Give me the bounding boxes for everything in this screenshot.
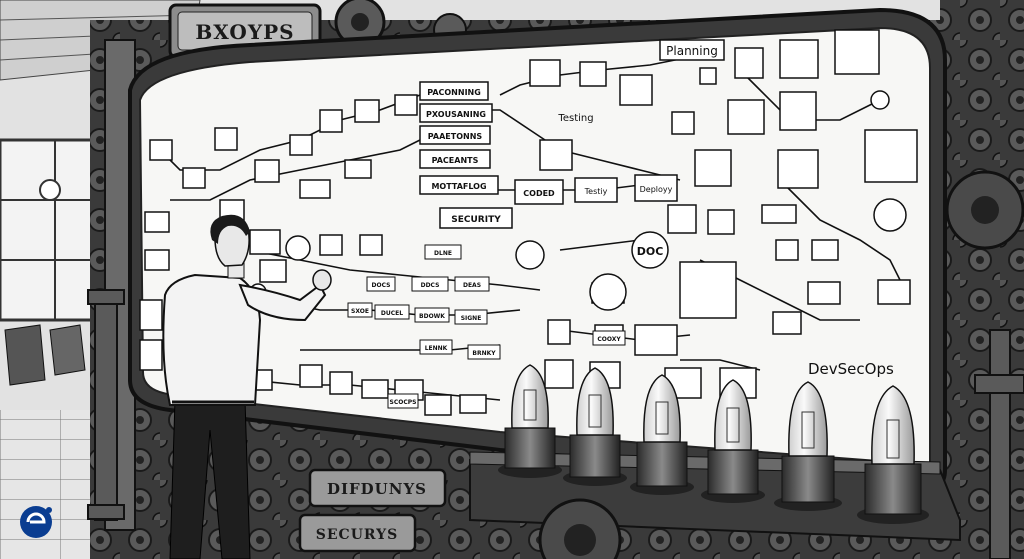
stack-label-3: PAAETONNS	[428, 132, 483, 141]
small-box-label: BDOWK	[419, 313, 445, 320]
security-label: SECURITY	[451, 215, 501, 225]
engineer-figure	[162, 214, 332, 559]
vacuum-tube-shelf	[469, 364, 961, 542]
top-plate-text: BXOYPS	[195, 20, 294, 44]
vacuum-tube-5	[774, 381, 842, 511]
small-box-label: DDCS	[421, 282, 440, 289]
deployy-label: Deployy	[640, 185, 673, 194]
small-box-label: SCOCPS	[390, 399, 417, 406]
small-box-label: DLNE	[434, 250, 452, 257]
lower-nameplates: DIFDUNYS SECURYS	[298, 468, 622, 559]
lower-plate-2: SECURYS	[316, 527, 398, 543]
doc-label: DOC	[637, 245, 664, 258]
lower-plate-1: DIFDUNYS	[327, 480, 427, 498]
vacuum-tube-3	[630, 374, 694, 495]
board-annotations: Planning Testing DevSecOps	[557, 39, 894, 378]
small-box-label: SXOE	[351, 308, 369, 315]
testiy-label: Testiy	[584, 187, 608, 196]
top-nameplate: BXOYPS	[168, 3, 322, 59]
stack-label-4: PACEANTS	[432, 156, 479, 165]
small-box-label: DEAS	[463, 282, 481, 289]
testing-label: Testing	[557, 113, 593, 124]
small-box-label: LENNK	[425, 345, 448, 352]
stack-label-2: PXOUSANING	[426, 110, 486, 119]
small-box-label: COOXY	[597, 336, 621, 343]
vacuum-tube-2	[563, 367, 627, 486]
process-stack: PACONNING PXOUSANING PAAETONNS PACEANTS …	[419, 81, 678, 229]
vacuum-tube-6	[857, 385, 929, 524]
devsecops-label: DevSecOps	[808, 360, 894, 378]
small-box-label: DOCS	[372, 282, 391, 289]
small-box-label: BRNKY	[472, 350, 496, 357]
stack-label-5: MOTTAFLOG	[431, 182, 486, 191]
pipes	[87, 289, 1024, 559]
planning-label: Planning	[666, 44, 718, 58]
flowchart-nodes	[249, 90, 907, 311]
coded-label: CODED	[523, 189, 555, 198]
logo-icon	[20, 506, 52, 538]
vacuum-tube-1	[498, 364, 562, 478]
vacuum-tube-4	[701, 379, 765, 503]
small-labelled-boxes: DLNE DDCS DEAS SIGNE BRNKY DUCEL BDOWK L…	[347, 244, 626, 409]
small-box-label: DUCEL	[381, 310, 403, 317]
small-box-label: SIGNE	[461, 315, 482, 322]
stack-label-1: PACONNING	[427, 88, 481, 97]
